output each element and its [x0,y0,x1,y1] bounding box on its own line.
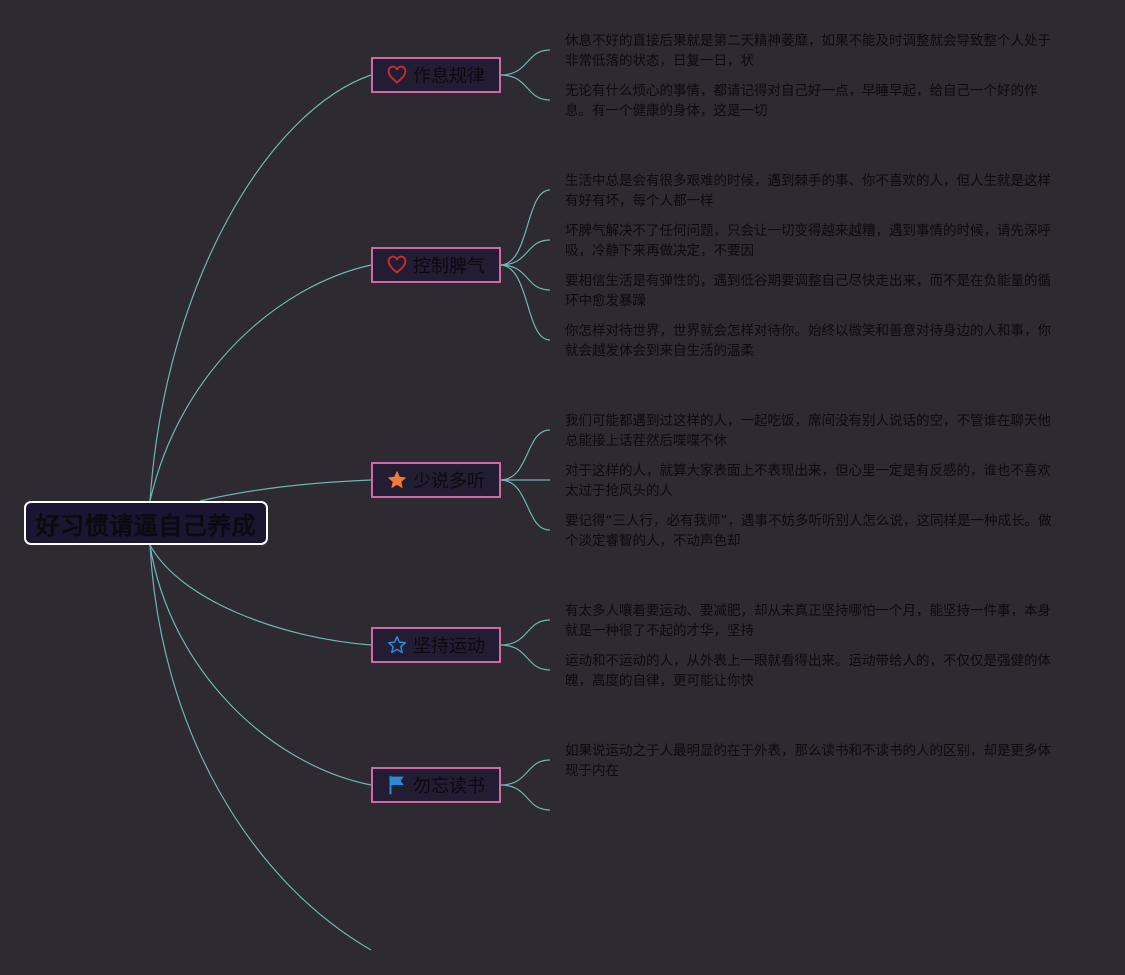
root-topic[interactable]: 好习惯请逼自己养成 [24,501,268,545]
leaf-topic[interactable]: 生活中总是会有很多艰难的时候，遇到棘手的事、你不喜欢的人，但人生就是这样有好有坏… [565,173,1051,209]
leaf-topic[interactable]: 对于这样的人，就算大家表面上不表现出来，但心里一定是有反感的，谁也不喜欢太过于抢… [565,463,1051,499]
branch-topic-exercise[interactable]: 坚持运动 [371,627,501,663]
root-topic-label: 好习惯请逼自己养成 [35,511,257,540]
leaf-connector [499,759,551,786]
branch-label: 坚持运动 [413,636,485,657]
branch-label: 控制脾气 [413,256,485,277]
leaf-connector [499,619,551,646]
leaf-topic[interactable]: 有太多人嚷着要运动、要减肥，却从未真正坚持哪怕一个月，能坚持一件事，本身就是一种… [565,603,1051,639]
branch-topic-reading[interactable]: 勿忘读书 [371,767,501,803]
root-connector [149,264,372,502]
branch-topic-rest[interactable]: 作息规律 [371,57,501,93]
leaf-topic[interactable]: 如果说运动之于人最明显的在于外表，那么读书和不读书的人的区别，却是更多体现于内在 [565,743,1051,779]
leaf-connector [499,479,551,531]
leaf-connector [499,49,551,76]
branch-label: 勿忘读书 [413,776,485,797]
root-connector [199,479,372,502]
leaf-topic[interactable]: 无论有什么烦心的事情，都请记得对自己好一点，早睡早起，给自己一个好的作息。有一个… [565,83,1038,119]
leaf-connector [499,264,551,341]
leaf-connector [499,644,551,671]
leaf-connector [499,264,551,291]
leaf-topic[interactable]: 你怎样对待世界，世界就会怎样对待你。始终以微笑和善意对待身边的人和事，你就会越发… [565,323,1051,359]
root-connector [149,544,372,646]
leaf-topic[interactable]: 坏脾气解决不了任何问题，只会让一切变得越来越糟，遇到事情的时候，请先深呼吸，冷静… [565,223,1051,259]
branch-topic-listen[interactable]: 少说多听 [371,462,501,498]
flag-icon [387,775,407,795]
root-connector [149,544,372,951]
leaf-topic[interactable]: 运动和不运动的人，从外表上一眼就看得出来。运动带给人的，不仅仅是强健的体魄，高度… [565,653,1051,689]
leaf-topic[interactable]: 要相信生活是有弹性的，遇到低谷期要调整自己尽快走出来，而不是在负能量的循环中愈发… [565,273,1051,309]
leaf-topic[interactable]: 我们可能都遇到过这样的人，一起吃饭，席间没有别人说话的空，不管谁在聊天他总能接上… [565,413,1051,449]
branch-label: 少说多听 [413,471,485,492]
star-outline-icon [387,635,407,655]
leaf-connector [499,239,551,266]
leaf-connector [499,74,551,101]
root-connector [149,74,372,502]
leaf-connector [499,189,551,266]
star-filled-icon [387,470,407,490]
branch-label: 作息规律 [413,66,485,87]
branch-topic-temper[interactable]: 控制脾气 [371,247,501,283]
leaf-topic[interactable]: 休息不好的直接后果就是第二天精神萎靡，如果不能及时调整就会导致整个人处于非常低落… [565,33,1051,69]
heart-outline-icon [387,255,407,275]
root-connector [149,544,372,786]
heart-outline-icon [387,65,407,85]
leaf-connector [499,429,551,481]
leaf-connector [499,784,551,811]
leaf-topic[interactable]: 要记得“三人行，必有我师”，遇事不妨多听听别人怎么说，这同样是一种成长。做个淡定… [565,513,1052,549]
